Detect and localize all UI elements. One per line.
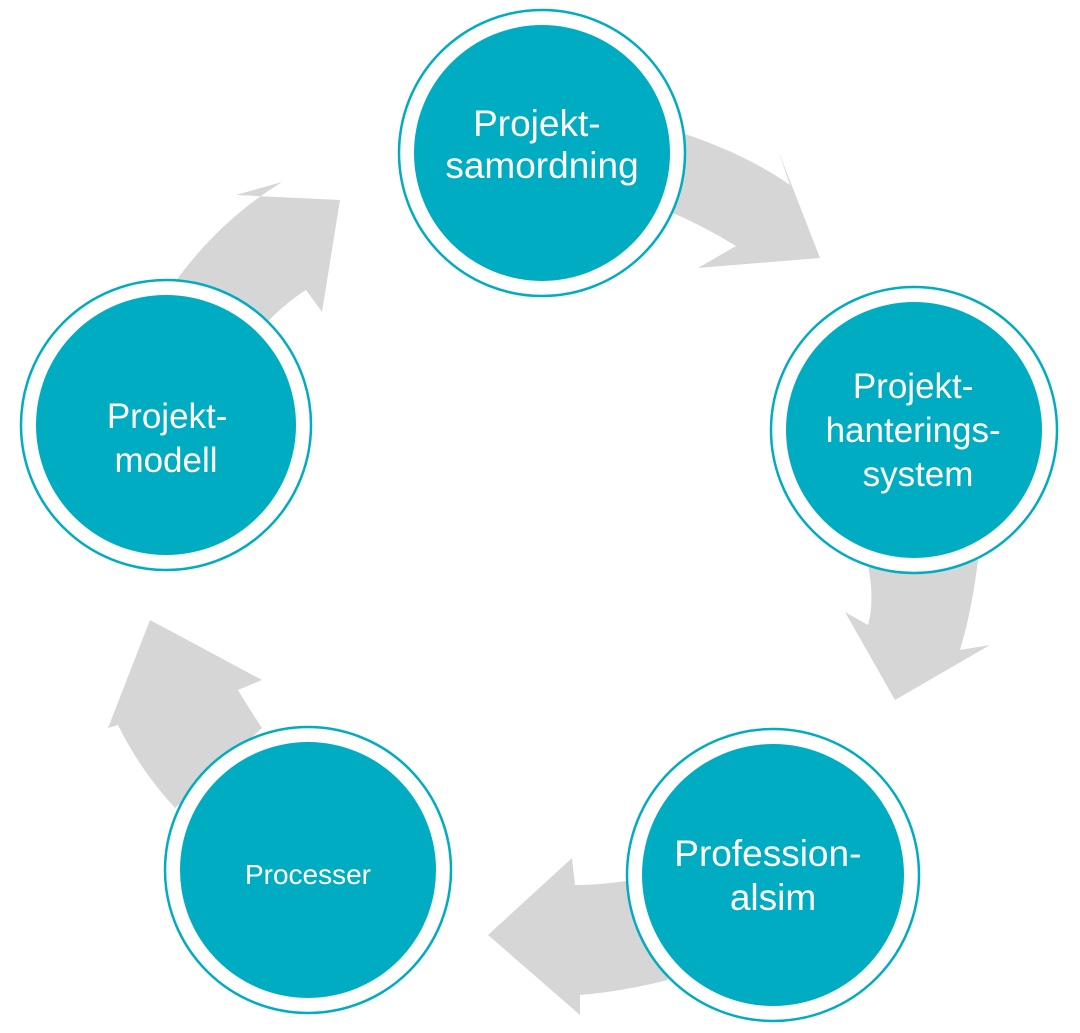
node-label-line-3: system	[863, 455, 974, 494]
node-label: Projekt- hanterings- system	[826, 367, 1011, 494]
node-label: Profession- alsim	[674, 833, 871, 918]
arrow-samordning-to-hantering	[666, 128, 820, 268]
node-label: Processer	[245, 859, 371, 890]
node-label: Projekt- modell	[107, 397, 237, 480]
node-label: Projekt- samordning	[445, 103, 638, 186]
node-processer: Processer	[163, 725, 453, 1015]
node-label-line-1: Projekt-	[107, 397, 228, 436]
node-circle	[414, 25, 670, 281]
node-circle	[642, 744, 904, 1006]
node-label-line-2: modell	[114, 441, 217, 480]
node-label-line-2: alsim	[730, 877, 816, 918]
node-label-line-2: samordning	[445, 145, 638, 186]
node-label-line-2: hanterings-	[826, 411, 1001, 450]
node-circle	[36, 295, 296, 555]
arrow-professionalsim-to-processer	[488, 858, 668, 1015]
node-label-line-1: Projekt-	[853, 367, 974, 406]
node-circle	[180, 742, 436, 998]
node-label-line-1: Profession-	[674, 833, 861, 874]
arrow-hantering-to-professionalsim	[845, 560, 990, 700]
node-circle	[786, 302, 1042, 558]
node-label-line-1: Processer	[245, 859, 371, 890]
node-label-line-1: Projekt-	[473, 103, 600, 144]
node-projektmodell: Projekt- modell	[19, 278, 313, 572]
node-projekthanteringssystem: Projekt- hanterings- system	[769, 285, 1059, 575]
node-professionalsim: Profession- alsim	[625, 727, 921, 1023]
node-projektsamordning: Projekt- samordning	[397, 8, 687, 298]
